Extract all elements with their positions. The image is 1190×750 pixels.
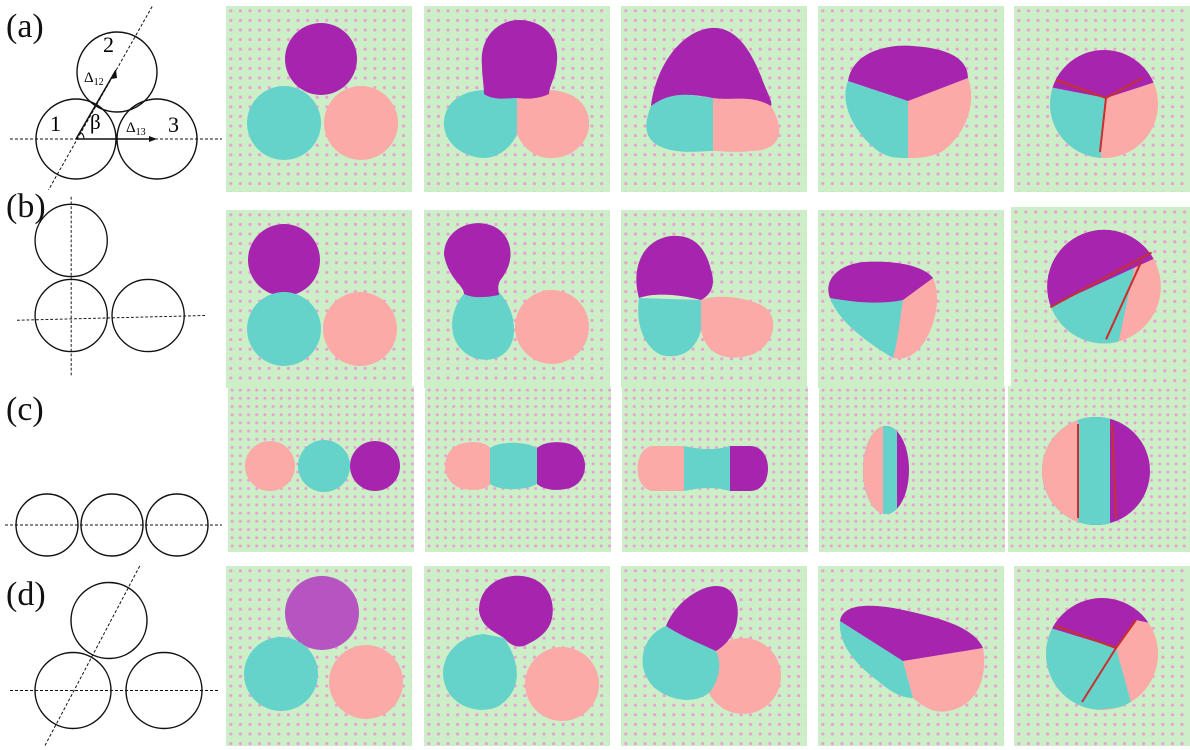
panel-b-2: [424, 206, 610, 392]
droplet-magenta: [350, 441, 400, 491]
droplet-cyan: [490, 443, 537, 490]
droplet-magenta: [730, 446, 768, 491]
panel-c-1: [228, 386, 414, 552]
schematic-b: [0, 192, 225, 382]
svg-text:Δ12: Δ12: [84, 70, 104, 88]
delta-13-label: Δ: [126, 120, 136, 136]
panel-c-4: [819, 386, 1005, 552]
panel-d-3: [621, 566, 807, 746]
panel-b-5: [1011, 206, 1190, 392]
panel-b-3: [621, 206, 807, 392]
panel-d-2: [424, 566, 610, 746]
panel-d-1: [226, 566, 412, 746]
panel-c-5: [1008, 386, 1190, 552]
panel-d-4: [818, 566, 1004, 746]
schematic-a: 2 1 3 β Δ12 Δ13: [0, 0, 225, 190]
droplet-cyan: [247, 86, 321, 160]
droplet-magenta: [482, 20, 557, 99]
droplet-pink: [515, 290, 589, 364]
panel-c-2: [425, 386, 611, 552]
panel-d-5: [1011, 566, 1190, 746]
droplet-magenta: [248, 224, 320, 296]
sphere-1-label: 1: [50, 111, 61, 136]
panel-a-4: [818, 6, 1004, 192]
delta-13-sub: 13: [136, 127, 146, 138]
panel-a-5: [1011, 6, 1190, 192]
panel-b-1: [226, 206, 412, 392]
delta-12-sub: 12: [94, 77, 104, 88]
sphere-3-label: 3: [168, 112, 179, 137]
angle-beta-label: β: [90, 110, 101, 134]
droplet-magenta: [537, 442, 585, 490]
droplet-cyan: [244, 637, 318, 711]
droplet-pink: [525, 647, 599, 721]
row-label-c: (c): [6, 393, 44, 427]
droplet-pink: [245, 441, 295, 491]
panel-a-1: [226, 6, 412, 192]
inclined-axis: [40, 5, 153, 190]
droplet-cyan: [247, 292, 321, 366]
droplet-cyan: [298, 440, 350, 492]
droplet-pink: [324, 86, 398, 160]
droplet-pink: [445, 442, 490, 490]
droplet-pink: [323, 292, 397, 366]
schematic-d: [0, 560, 225, 750]
droplet-magenta: [285, 576, 359, 650]
panel-a-2: [424, 6, 610, 192]
droplet-cyan: [684, 446, 730, 491]
droplet-pink: [638, 446, 685, 491]
panel-b-4: [818, 206, 1004, 392]
panel-c-3: [622, 386, 808, 552]
delta-12-label: Δ: [84, 70, 94, 86]
droplet-pink: [329, 645, 403, 719]
sphere-2-label: 2: [103, 32, 114, 57]
droplet-cyan: [646, 94, 713, 152]
panel-a-3: [621, 6, 807, 192]
angle-arc: [80, 132, 84, 139]
droplet-magenta: [285, 23, 357, 95]
svg-text:Δ13: Δ13: [126, 120, 146, 138]
